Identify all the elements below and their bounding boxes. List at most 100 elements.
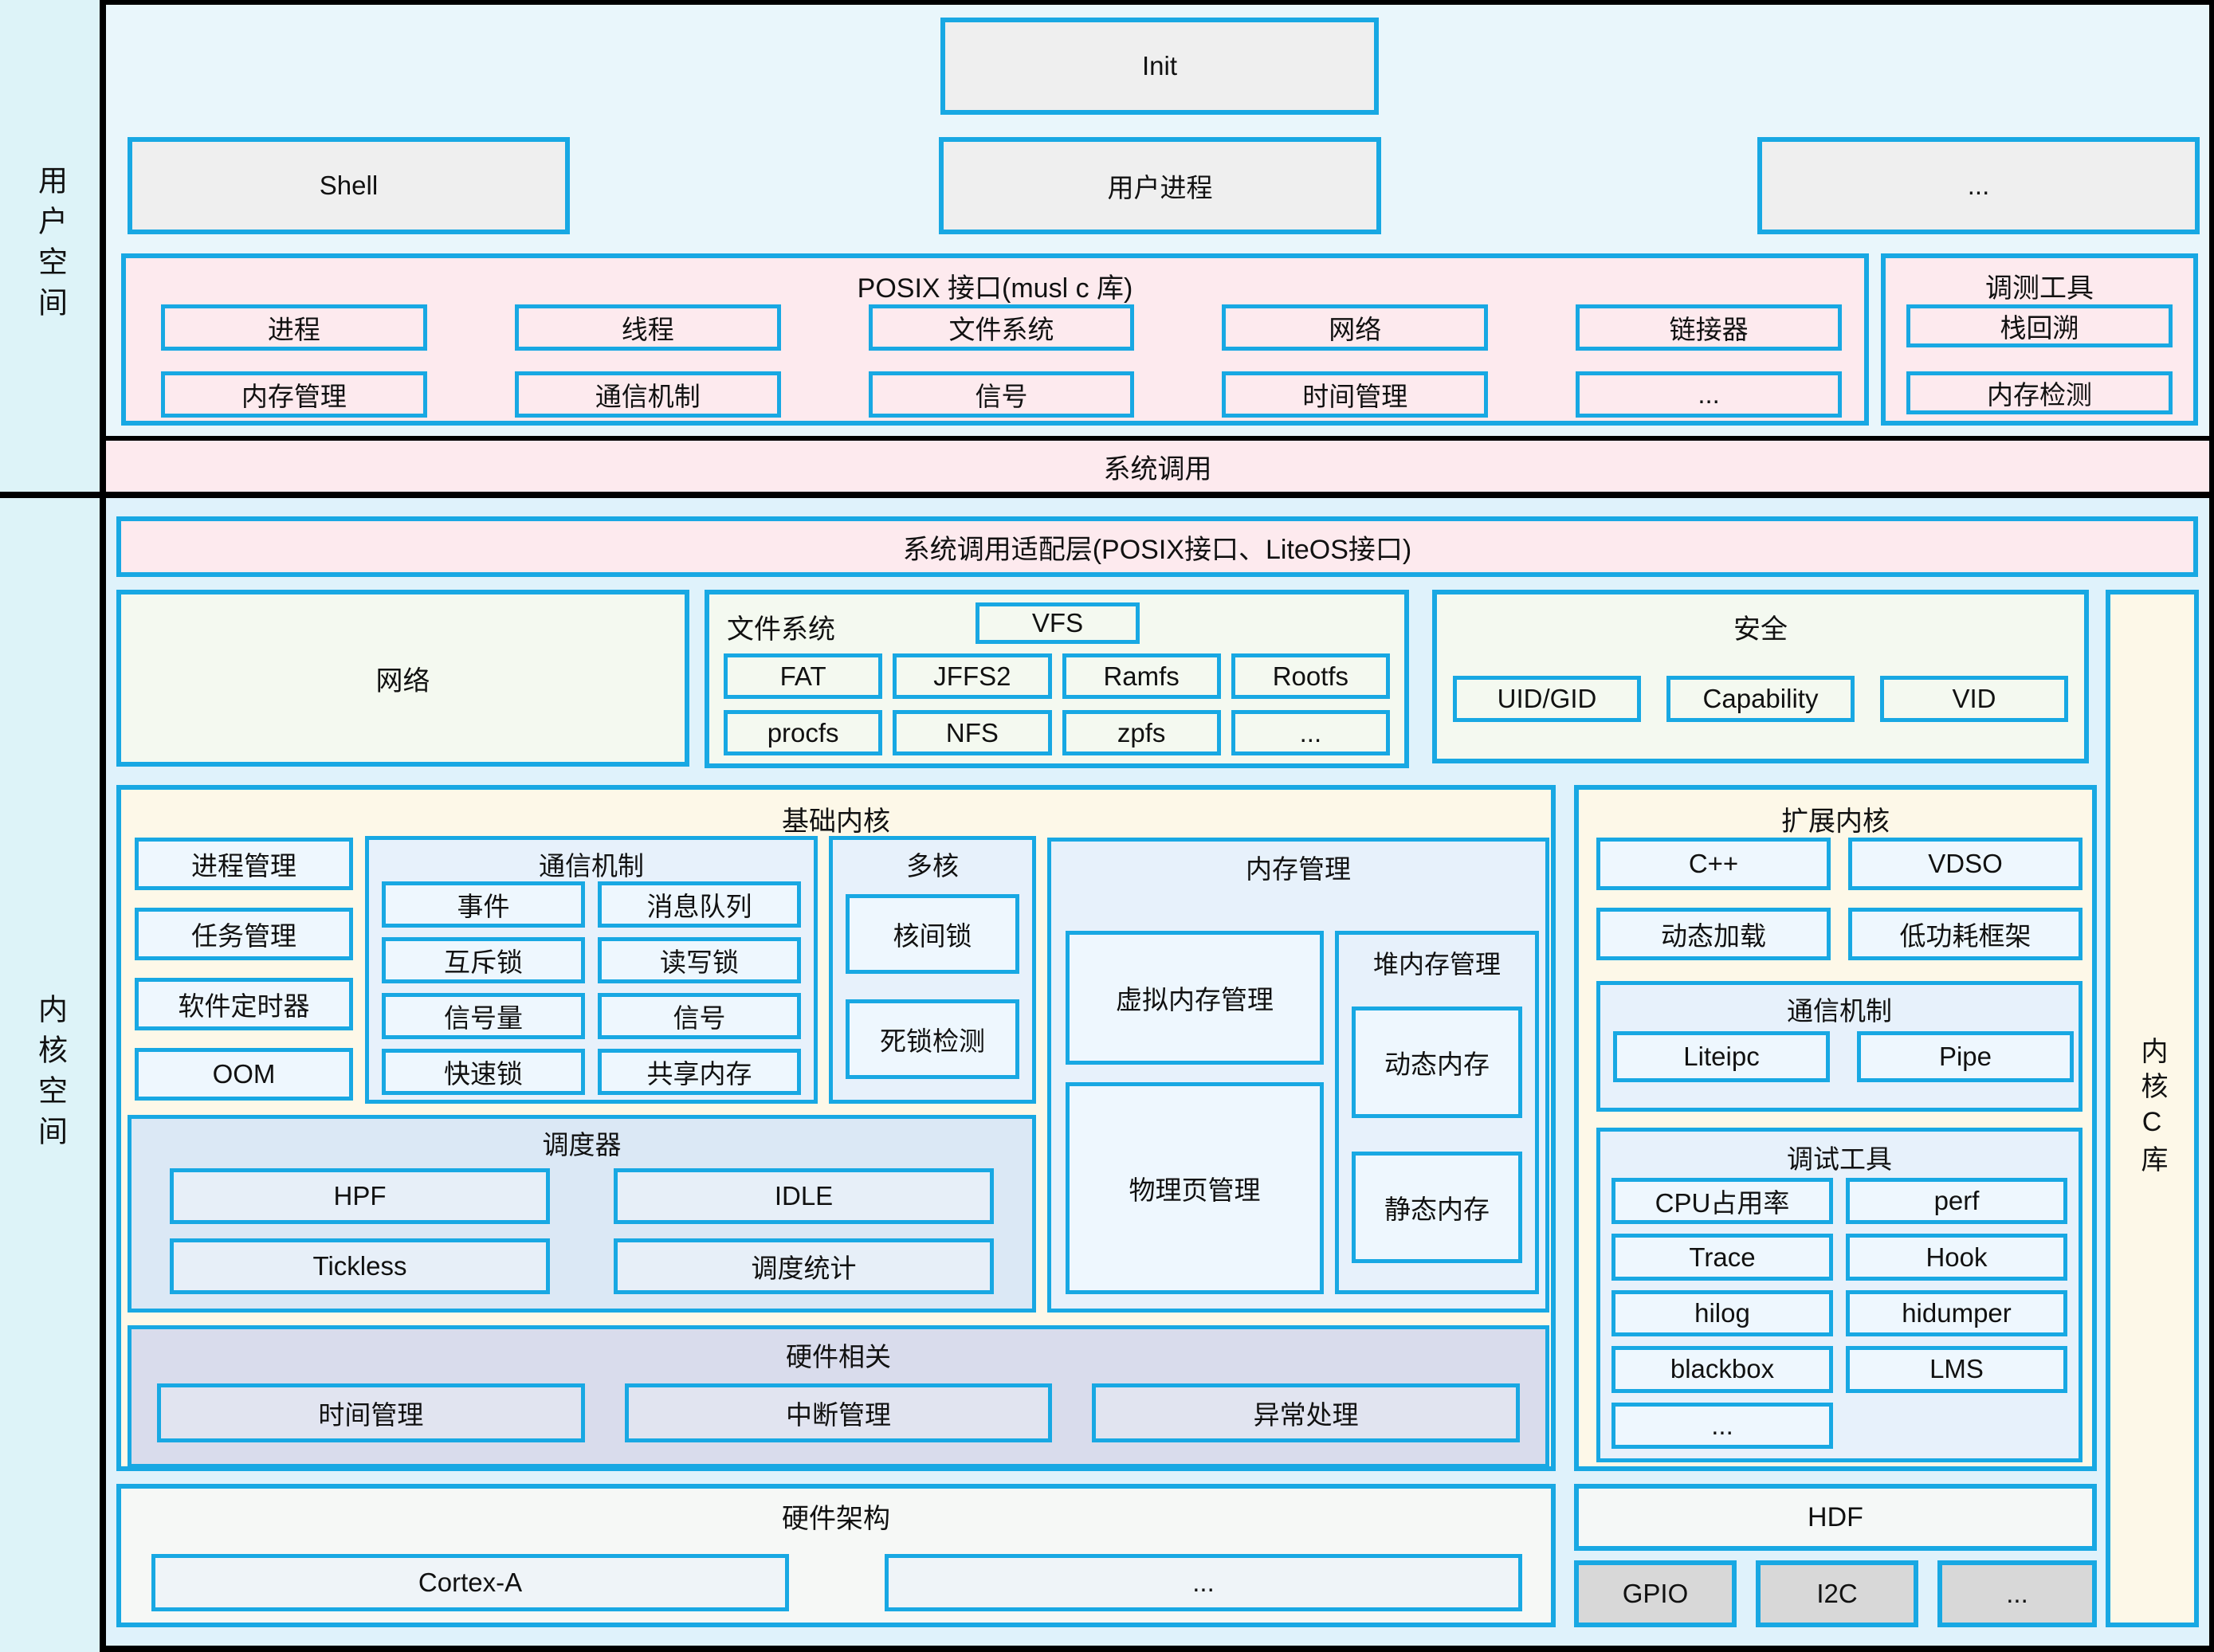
- security-title: 安全: [1733, 614, 1788, 645]
- scheduler-title: 调度器: [542, 1130, 622, 1160]
- filesystem-container: 文件系统 VFS FAT JFFS2 Ramfs Rootfs procfs N…: [705, 590, 1409, 768]
- scheduler-item: IDLE: [614, 1168, 994, 1224]
- pipe-box: Pipe: [1857, 1031, 2074, 1082]
- extended-ipc-title: 通信机制: [1787, 996, 1892, 1026]
- hardware-related-grid: 时间管理 中断管理 异常处理: [157, 1383, 1520, 1442]
- memory-mgmt-container: 内存管理 虚拟内存管理 物理页管理 堆内存管理 动态内存 静态内存: [1047, 838, 1549, 1313]
- fs-item: zpfs: [1062, 710, 1221, 755]
- dynamic-memory-box: 动态内存: [1352, 1007, 1522, 1118]
- low-power-box: 低功耗框架: [1848, 908, 2082, 960]
- gpio-box: GPIO: [1574, 1560, 1737, 1627]
- heap-memory-container: 堆内存管理 动态内存 静态内存: [1335, 931, 1539, 1294]
- security-grid: UID/GID Capability VID: [1453, 676, 2068, 722]
- multicore-container: 多核 核间锁 死锁检测: [829, 836, 1036, 1104]
- scheduler-item: 调度统计: [614, 1238, 994, 1294]
- stack-traceback-box: 栈回溯: [1906, 304, 2173, 347]
- user-debug-tools-container: 调测工具 栈回溯 内存检测: [1881, 253, 2198, 426]
- fs-item: procfs: [724, 710, 883, 755]
- debug-item: perf: [1846, 1178, 2067, 1225]
- debug-item: LMS: [1846, 1346, 2067, 1393]
- virtual-memory-box: 虚拟内存管理: [1066, 931, 1324, 1065]
- syscall-adapter-bar: 系统调用适配层(POSIX接口、LiteOS接口): [116, 516, 2198, 577]
- network-box: 网络: [116, 590, 689, 767]
- fs-item: ...: [1231, 710, 1390, 755]
- posix-row1: 进程 线程 文件系统 网络 链接器: [161, 304, 1842, 351]
- fs-item: FAT: [724, 653, 883, 699]
- shell-box: Shell: [128, 137, 570, 234]
- process-mgmt-box: 进程管理: [135, 838, 353, 890]
- scheduler-grid: HPF IDLE Tickless 调度统计: [170, 1168, 994, 1294]
- debug-item: ...: [1611, 1402, 1833, 1449]
- fs-item: NFS: [893, 710, 1052, 755]
- ipc-item: 信号: [598, 993, 801, 1039]
- hdf-box: HDF: [1574, 1484, 2097, 1551]
- ipc-item: 读写锁: [598, 937, 801, 983]
- security-item: Capability: [1666, 676, 1855, 722]
- hw-arch-more-box: ...: [885, 1554, 1522, 1611]
- hardware-related-title: 硬件相关: [786, 1342, 891, 1371]
- posix-item: 文件系统: [868, 304, 1135, 351]
- user-debug-tools-title: 调测工具: [1985, 273, 2094, 304]
- kernel-debug-grid: CPU占用率 perf Trace Hook hilog hidumper bl…: [1611, 1178, 2067, 1449]
- static-memory-box: 静态内存: [1352, 1152, 1522, 1263]
- debug-item: Hook: [1846, 1234, 2067, 1281]
- kernel-debug-tools-container: 调试工具 CPU占用率 perf Trace Hook hilog hidump…: [1596, 1128, 2082, 1462]
- i2c-box: I2C: [1756, 1560, 1918, 1627]
- dynamic-load-box: 动态加载: [1596, 908, 1831, 960]
- debug-item: Trace: [1611, 1234, 1833, 1281]
- frame-right-line: [2209, 0, 2214, 1652]
- posix-row2: 内存管理 通信机制 信号 时间管理 ...: [161, 371, 1842, 418]
- ipc-item: 互斥锁: [382, 937, 585, 983]
- security-item: UID/GID: [1453, 676, 1641, 722]
- extended-kernel-container: 扩展内核 C++ VDSO 动态加载 低功耗框架 通信机制 Liteipc Pi…: [1574, 785, 2097, 1471]
- hw-arch-container: 硬件架构 Cortex-A ...: [116, 1484, 1556, 1627]
- ipc-title: 通信机制: [539, 851, 644, 881]
- debug-item: CPU占用率: [1611, 1178, 1833, 1225]
- scheduler-item: HPF: [170, 1168, 550, 1224]
- debug-item: blackbox: [1611, 1346, 1833, 1393]
- fs-item: Ramfs: [1062, 653, 1221, 699]
- hardware-item: 时间管理: [157, 1383, 585, 1442]
- physical-page-box: 物理页管理: [1066, 1082, 1324, 1294]
- sidebar-divider-line: [100, 0, 106, 1652]
- posix-item: 时间管理: [1222, 371, 1489, 418]
- scheduler-item: Tickless: [170, 1238, 550, 1294]
- filesystem-title: 文件系统: [727, 614, 835, 645]
- posix-item: ...: [1576, 371, 1842, 418]
- ipc-item: 共享内存: [598, 1049, 801, 1095]
- filesystem-grid: FAT JFFS2 Ramfs Rootfs procfs NFS zpfs .…: [724, 653, 1390, 755]
- vfs-box: VFS: [975, 602, 1140, 644]
- ipc-container: 通信机制 事件 消息队列 互斥锁 读写锁 信号量 信号 快速锁 共享内存: [365, 836, 818, 1104]
- kernel-space-sidebar-label: 内核空间: [0, 498, 100, 1652]
- security-container: 安全 UID/GID Capability VID: [1432, 590, 2089, 763]
- memory-check-box: 内存检测: [1906, 371, 2173, 414]
- hardware-related-container: 硬件相关 时间管理 中断管理 异常处理: [128, 1325, 1549, 1468]
- multicore-title: 多核: [906, 851, 959, 881]
- software-timer-box: 软件定时器: [135, 978, 353, 1030]
- task-mgmt-box: 任务管理: [135, 908, 353, 960]
- scheduler-container: 调度器 HPF IDLE Tickless 调度统计: [128, 1115, 1036, 1313]
- heap-memory-title: 堆内存管理: [1372, 950, 1501, 979]
- posix-item: 信号: [868, 371, 1135, 418]
- deadlock-detect-box: 死锁检测: [846, 999, 1019, 1079]
- intercore-lock-box: 核间锁: [846, 894, 1019, 974]
- user-process-box: 用户进程: [939, 137, 1381, 234]
- liteipc-box: Liteipc: [1613, 1031, 1830, 1082]
- posix-interface-title: POSIX 接口(musl c 库): [857, 273, 1133, 304]
- user-space-sidebar-label: 用户空间: [0, 0, 100, 492]
- cortex-a-box: Cortex-A: [151, 1554, 789, 1611]
- debug-item: hidumper: [1846, 1289, 2067, 1337]
- ipc-item: 事件: [382, 881, 585, 928]
- fs-item: Rootfs: [1231, 653, 1390, 699]
- vdso-box: VDSO: [1848, 838, 2082, 890]
- posix-item: 线程: [514, 304, 781, 351]
- kernel-top-line: [0, 492, 2214, 498]
- fs-item: JFFS2: [893, 653, 1052, 699]
- hw-arch-title: 硬件架构: [782, 1504, 890, 1534]
- hardware-item: 异常处理: [1092, 1383, 1520, 1442]
- user-more-box: ...: [1757, 137, 2200, 234]
- cpp-box: C++: [1596, 838, 1831, 890]
- posix-item: 链接器: [1576, 304, 1842, 351]
- hardware-item: 中断管理: [624, 1383, 1053, 1442]
